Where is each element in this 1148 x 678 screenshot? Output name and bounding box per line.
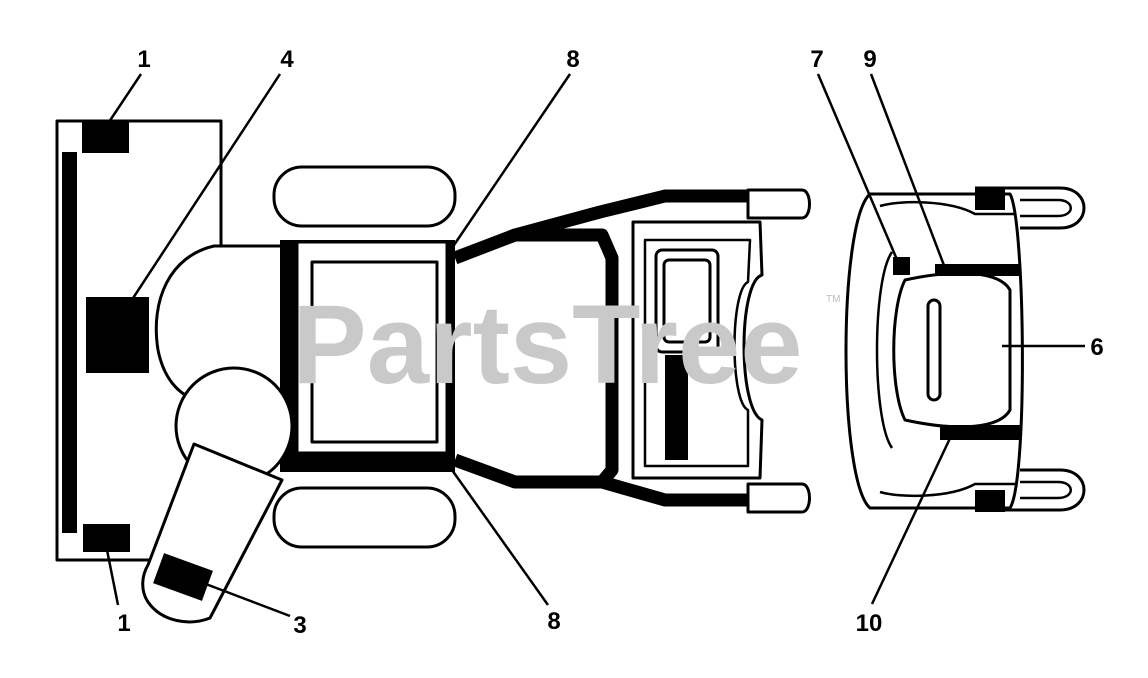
decal-10 (940, 425, 1020, 440)
callout-10: 10 (856, 610, 883, 637)
callout-3: 3 (293, 612, 306, 639)
callout-9: 9 (863, 46, 876, 73)
machine-top-view (55, 119, 811, 624)
decal-4 (86, 297, 149, 373)
callout-8-top: 8 (566, 46, 579, 73)
console-knob-bottom (975, 490, 1005, 512)
collector-side-stripe (62, 152, 77, 533)
panel-window-inner (662, 258, 712, 344)
engine-panel-inner (310, 260, 439, 444)
console-cover (892, 271, 1012, 429)
watermark-text: PartsTree (292, 282, 803, 407)
decal-3 (153, 553, 213, 601)
handle-upper-bar (513, 189, 748, 242)
callout-7: 7 (810, 46, 823, 73)
wheel-bottom (272, 486, 457, 549)
decal-9 (935, 264, 1020, 276)
console-knob-top (975, 188, 1005, 210)
console-slot (926, 298, 942, 402)
callout-1-top: 1 (137, 46, 150, 73)
leader-lines (103, 73, 1085, 618)
grip-top (746, 188, 811, 220)
panel-stripe (665, 355, 688, 460)
watermark-trademark: TM (826, 294, 840, 305)
console-view (844, 186, 1086, 512)
wheel-top (272, 165, 457, 228)
decal-7 (893, 257, 910, 275)
callout-6: 6 (1090, 334, 1103, 361)
grip-bottom (746, 482, 811, 514)
callout-8-bottom: 8 (547, 608, 560, 635)
callout-4: 4 (280, 46, 294, 73)
callout-1-bottom: 1 (117, 610, 130, 637)
handle-lower-bar (600, 475, 748, 507)
